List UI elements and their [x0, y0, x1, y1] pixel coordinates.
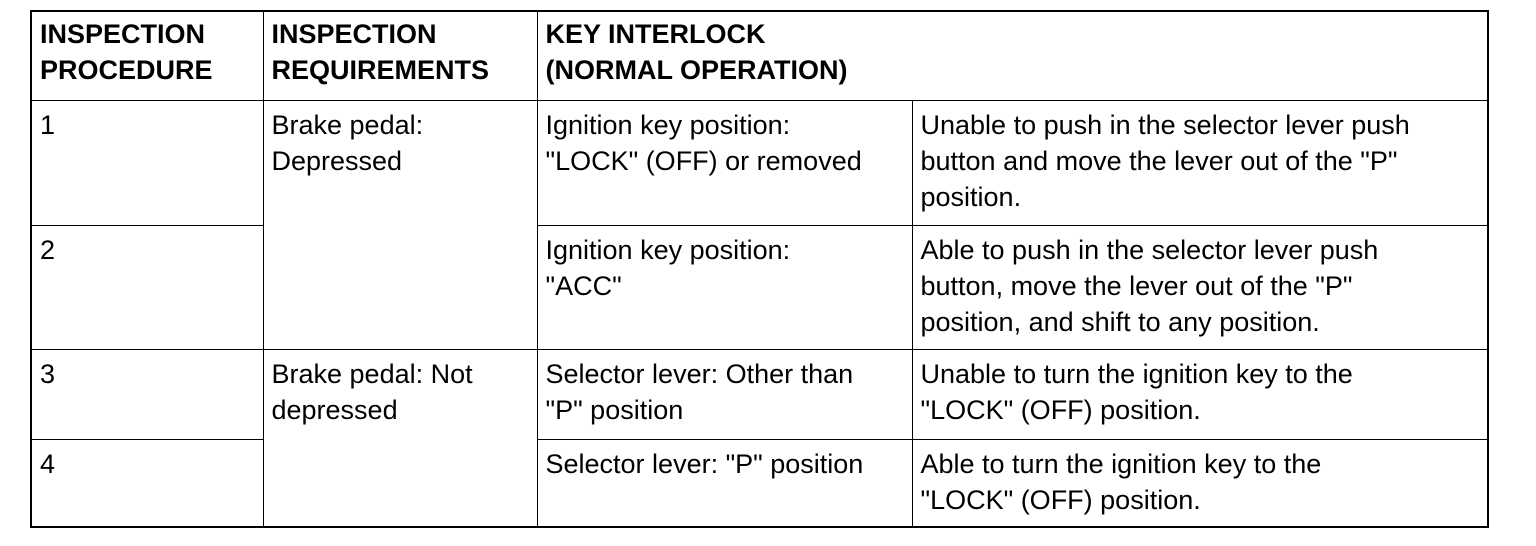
condition-cell: Selector lever: "P" position [536, 438, 913, 528]
header-key-interlock: KEY INTERLOCK (NORMAL OPERATION) [536, 10, 1489, 101]
condition-text: Ignition key position: "LOCK" (OFF) or r… [545, 109, 862, 176]
requirement-text: Brake pedal: Depressed [271, 109, 424, 176]
header-inspection-procedure: INSPECTION PROCEDURE [30, 10, 264, 101]
requirement-cell: Brake pedal: Depressed [262, 99, 538, 350]
table-row: 3 Brake pedal: Not depressed Selector le… [30, 348, 1489, 528]
procedure-cell: 4 [30, 438, 264, 528]
condition-text: Selector lever: Other than "P" position [545, 358, 854, 425]
result-text: Able to push in the selector lever push … [920, 234, 1379, 337]
table-row: 4 Selector lever: "P" position Able to t… [30, 438, 1489, 528]
result-cell: Unable to turn the ignition key to the "… [911, 348, 1489, 440]
result-text: Unable to push in the selector lever pus… [920, 109, 1410, 212]
table-row: 1 Brake pedal: Depressed Ignition key po… [30, 99, 1489, 350]
condition-cell: Selector lever: Other than "P" position [536, 348, 913, 440]
table-row: 2 Ignition key position: "ACC" Able to p… [30, 224, 1489, 350]
table-header-row: INSPECTION PROCEDURE INSPECTION REQUIREM… [30, 10, 1489, 101]
condition-text: Selector lever: "P" position [545, 448, 864, 479]
procedure-number: 1 [40, 109, 56, 140]
result-text: Unable to turn the ignition key to the "… [920, 358, 1353, 425]
procedure-cell: 2 [30, 224, 264, 350]
header-key-interlock-label: KEY INTERLOCK (NORMAL OPERATION) [545, 19, 848, 85]
procedure-number: 4 [40, 448, 56, 479]
result-cell: Able to push in the selector lever push … [911, 224, 1489, 350]
header-inspection-requirements: INSPECTION REQUIREMENTS [262, 10, 538, 101]
key-interlock-inspection-table: INSPECTION PROCEDURE INSPECTION REQUIREM… [30, 10, 1490, 528]
header-inspection-procedure-label: INSPECTION PROCEDURE [40, 19, 213, 85]
procedure-number: 3 [40, 358, 56, 389]
condition-cell: Ignition key position: "LOCK" (OFF) or r… [536, 99, 913, 226]
procedure-cell: 3 [30, 348, 264, 440]
header-inspection-requirements-label: INSPECTION REQUIREMENTS [271, 19, 490, 85]
procedure-cell: 1 [30, 99, 264, 226]
procedure-number: 2 [40, 234, 56, 265]
condition-text: Ignition key position: "ACC" [545, 234, 791, 301]
requirement-cell: Brake pedal: Not depressed [262, 348, 538, 528]
result-text: Able to turn the ignition key to the "LO… [920, 448, 1322, 515]
result-cell: Unable to push in the selector lever pus… [911, 99, 1489, 226]
result-cell: Able to turn the ignition key to the "LO… [911, 438, 1489, 528]
condition-cell: Ignition key position: "ACC" [536, 224, 913, 350]
requirement-text: Brake pedal: Not depressed [271, 358, 473, 425]
